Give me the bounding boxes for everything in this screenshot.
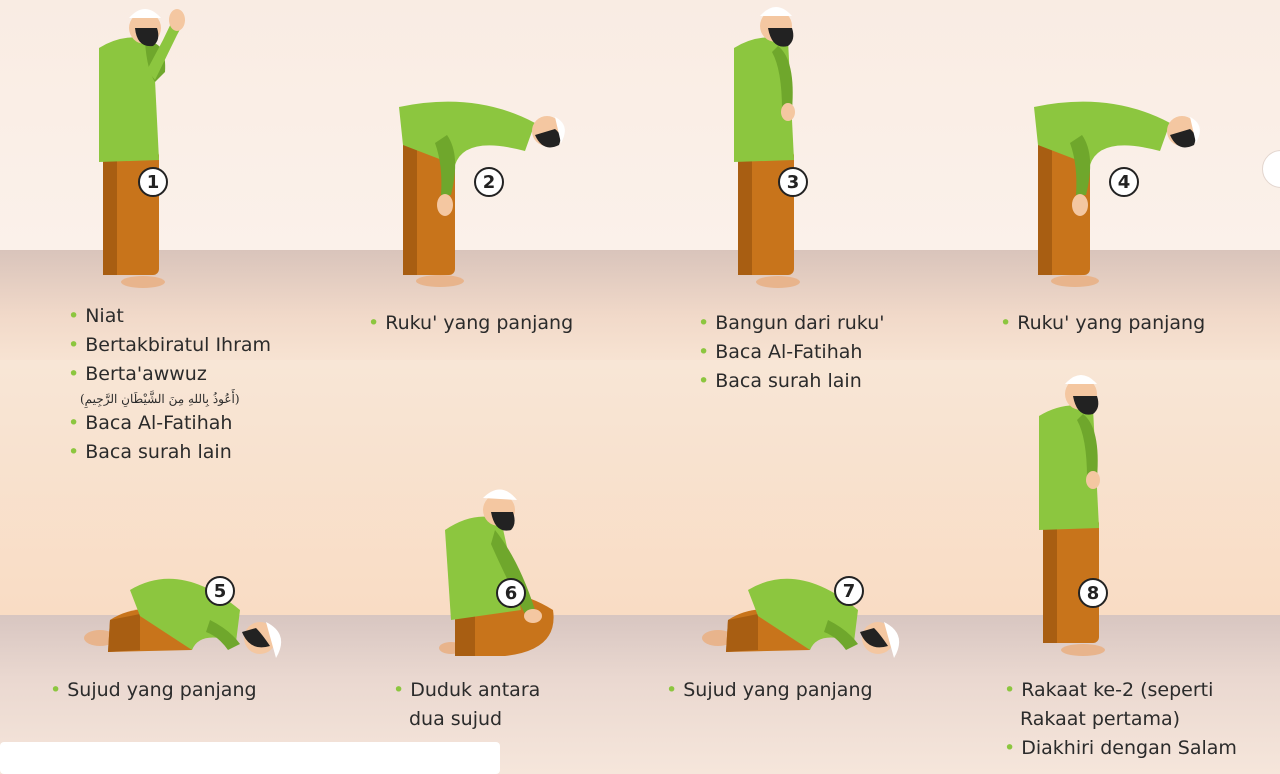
caption-step-5: Sujud yang panjang xyxy=(50,676,256,705)
step-number-7: 7 xyxy=(834,576,864,606)
caption-item: Ruku' yang panjang xyxy=(368,309,573,338)
caption-step-6: Duduk antara dua sujud xyxy=(393,676,540,734)
caption-step-4: Ruku' yang panjang xyxy=(1000,309,1205,338)
caption-item: Baca surah lain xyxy=(698,367,885,396)
step-number-4: 4 xyxy=(1109,167,1139,197)
caption-item: Baca Al-Fatihah xyxy=(698,338,885,367)
caption-item: Diakhiri dengan Salam xyxy=(1004,734,1237,763)
bottom-overlay-panel xyxy=(0,742,500,774)
caption-item: Bangun dari ruku' xyxy=(698,309,884,338)
figure-step-4-ruku xyxy=(1034,101,1200,287)
caption-item: Berta'awwuz xyxy=(68,360,271,389)
step-number-2: 2 xyxy=(474,167,504,197)
caption-step-3: Bangun dari ruku' Baca Al-Fatihah Baca s… xyxy=(698,309,885,396)
caption-item-continuation: Rakaat pertama) xyxy=(1020,708,1181,730)
arabic-taawwuz-note: (أَعُوذُ بِاللهِ مِنَ الشَّيْطَانِ الرَّ… xyxy=(80,392,240,406)
step-number-5: 5 xyxy=(205,576,235,606)
caption-item: Sujud yang panjang xyxy=(666,676,872,705)
figure-step-5-sujud xyxy=(84,578,282,658)
caption-item-continuation: dua sujud xyxy=(409,708,503,730)
step-number-1: 1 xyxy=(138,167,168,197)
caption-item: Niat xyxy=(68,302,271,331)
caption-item: Rakaat ke-2 (seperti xyxy=(1004,676,1237,705)
caption-step-8: Rakaat ke-2 (seperti Rakaat pertama) Dia… xyxy=(1004,676,1237,763)
caption-item: Duduk antara xyxy=(393,676,540,705)
figure-step-1-takbir xyxy=(99,9,185,288)
caption-item: Ruku' yang panjang xyxy=(1000,309,1205,338)
step-number-6: 6 xyxy=(496,578,526,608)
caption-item: Baca surah lain xyxy=(68,438,271,467)
figure-step-2-ruku xyxy=(399,101,565,287)
figure-step-7-sujud xyxy=(702,578,900,658)
caption-item: Bertakbiratul Ihram xyxy=(68,331,271,360)
caption-step-7: Sujud yang panjang xyxy=(666,676,872,705)
figure-step-6-duduk xyxy=(439,489,554,656)
step-number-3: 3 xyxy=(778,167,808,197)
figure-step-8-standing xyxy=(1039,375,1105,656)
caption-item: Baca Al-Fatihah xyxy=(68,409,271,438)
step-number-8: 8 xyxy=(1078,578,1108,608)
figure-step-3-itidal xyxy=(734,7,800,288)
caption-item: Sujud yang panjang xyxy=(50,676,256,705)
caption-step-1: Niat Bertakbiratul Ihram Berta'awwuz (أَ… xyxy=(68,302,271,467)
caption-step-2: Ruku' yang panjang xyxy=(368,309,573,338)
